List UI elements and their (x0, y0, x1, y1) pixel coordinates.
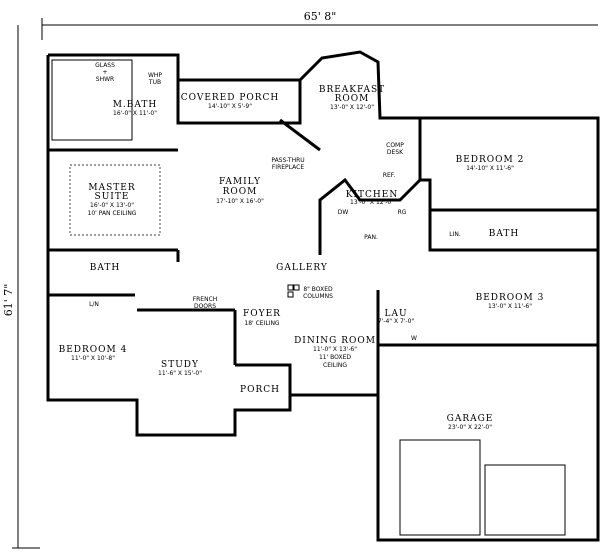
bedroom2-label: BEDROOM 2 (456, 155, 525, 165)
covered-porch-label: COVERED PORCH (181, 93, 280, 103)
french-doors-label: FRENCH (193, 296, 218, 303)
glass-shower-label-3: SHWR (96, 76, 114, 83)
master-bath-label: M.BATH (113, 100, 158, 110)
room-labels: COVERED PORCH 14'-10" X 5'-9" BREAKFAST … (59, 62, 545, 431)
master-suite-label: MASTER (88, 183, 135, 193)
rg-label: RG (398, 209, 407, 216)
whirlpool-label: WHP (148, 72, 162, 79)
depth-dimension: 61' 7" (2, 284, 15, 317)
family-room-label-2: ROOM (223, 187, 258, 197)
covered-porch-size: 14'-10" X 5'-9" (208, 103, 252, 110)
bedroom2-size: 14'-10" X 11'-6" (466, 165, 514, 172)
kitchen-label: KITCHEN (346, 190, 398, 200)
laundry-size: 7'-4" X 7'-0" (378, 318, 415, 325)
pantry-label: PAN. (364, 234, 378, 241)
bedroom3-size: 13'-0" X 11'-6" (488, 303, 532, 310)
breakfast-label: BREAKFAST (319, 85, 385, 95)
porch-label: PORCH (240, 385, 280, 395)
study-label: STUDY (161, 360, 199, 370)
dining-size: 11'-0" X 13'-6" (313, 346, 357, 353)
comp-desk-label-2: DESK (387, 149, 404, 156)
dining-ceiling: 11' BOXED (319, 354, 351, 361)
dw-label: DW (338, 209, 349, 216)
columns-label-2: COLUMNS (303, 293, 333, 300)
dimension-lines: 65' 8" 61' 7" (2, 10, 598, 549)
bedroom4-size: 11'-0" X 10'-8" (71, 355, 115, 362)
linen-label: LIN. (449, 231, 461, 238)
dining-ceiling-2: CEILING (323, 362, 347, 369)
washer-label: W (411, 335, 417, 342)
bath-left-label: BATH (90, 263, 120, 273)
columns-label: 8" BOXED (303, 286, 333, 293)
bedroom3-label: BEDROOM 3 (476, 293, 545, 303)
foyer-label: FOYER (243, 309, 281, 319)
bath2-label: BATH (489, 229, 519, 239)
laundry-label: LAU (384, 309, 407, 319)
bedroom4-label: BEDROOM 4 (59, 345, 128, 355)
ref-label: REF. (383, 172, 395, 179)
master-bath-size: 16'-0" X 11'-0" (113, 110, 157, 117)
fireplace-label: PASS-THRU (271, 157, 304, 164)
family-room-size: 17'-10" X 16'-0" (216, 198, 264, 205)
master-suite-ceiling: 10' PAN CEILING (88, 210, 137, 217)
walls (46, 50, 600, 542)
glass-shower-label-2: + (102, 69, 107, 76)
comp-desk-label: COMP (386, 142, 404, 149)
master-suite-label-2: SUITE (95, 192, 130, 202)
garage-label: GARAGE (447, 414, 494, 424)
breakfast-label-2: ROOM (335, 94, 370, 104)
whirlpool-label-2: TUB (148, 79, 161, 86)
linen-left-label: L/N (89, 301, 99, 308)
glass-shower-label: GLASS (95, 62, 115, 69)
width-dimension: 65' 8" (304, 10, 337, 23)
master-suite-size: 16'-0" X 13'-0" (90, 202, 134, 209)
gallery-label: GALLERY (276, 263, 328, 273)
breakfast-size: 13'-0" X 12'-0" (330, 104, 374, 111)
family-room-label: FAMILY (219, 177, 261, 187)
french-doors-label-2: DOORS (194, 303, 216, 310)
garage-size: 23'-0" X 22'-0" (448, 424, 492, 431)
kitchen-size: 13'-0" X 12'-0" (350, 199, 394, 206)
fireplace-label-2: FIREPLACE (272, 164, 304, 171)
foyer-ceiling: 18' CEILING (244, 320, 280, 327)
study-size: 11'-6" X 15'-0" (158, 370, 202, 377)
dining-label: DINING ROOM (294, 336, 376, 346)
